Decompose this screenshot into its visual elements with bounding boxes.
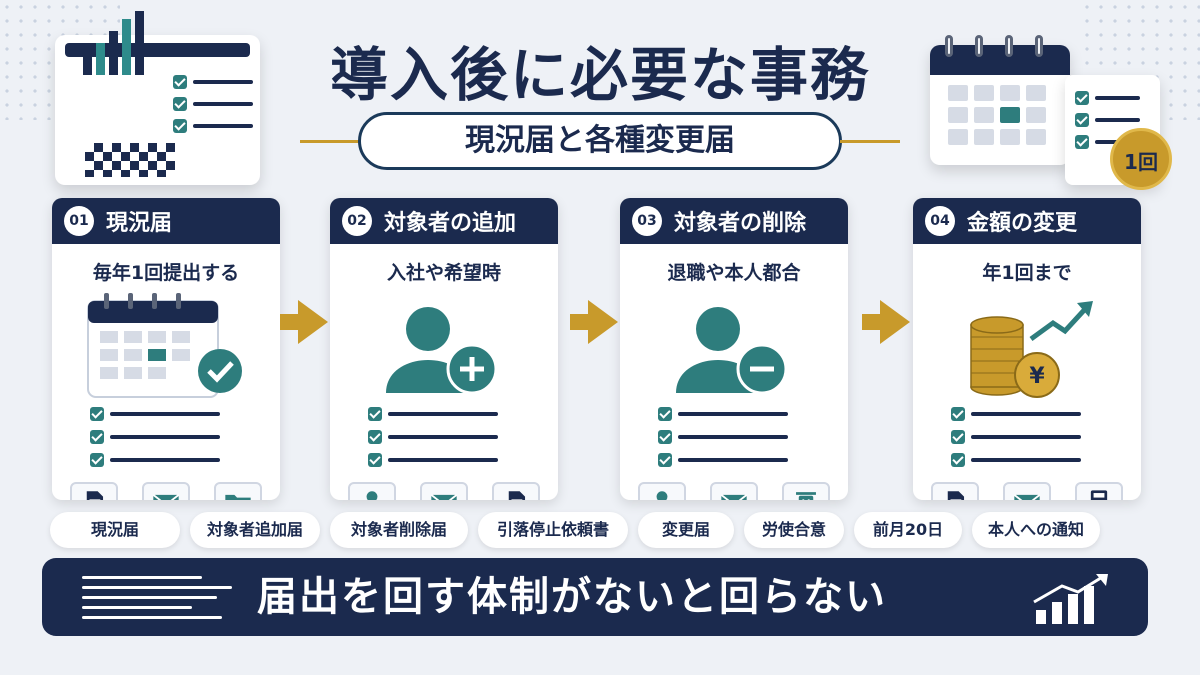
step-card-03: 03 対象者の削除退職や本人都合 [620,198,848,500]
step-description: 入社や希望時 [386,262,501,284]
divider [300,140,360,143]
checklist-icon [173,75,253,141]
svg-text:¥: ¥ [1029,364,1045,389]
arrow-right-icon [570,300,618,344]
calendar-rings-icon [945,35,1043,57]
document-icon [70,482,118,500]
banner-text: 届出を回す体制がないと回らない [257,574,887,620]
step-number: 03 [632,206,662,236]
user-icon [638,482,686,500]
form-tag: 引落停止依頼書 [478,512,628,548]
checklist-icon [330,407,558,467]
mail-icon [1003,482,1051,500]
step-header: 02 対象者の追加 [330,198,558,244]
document-icon [492,482,540,500]
step-description: 退職や本人都合 [667,262,801,284]
step-title: 対象者の削除 [674,211,807,236]
step-icon-row [913,476,1141,500]
checkered-pattern [85,143,175,177]
step-number: 04 [925,206,955,236]
user-remove-icon [620,289,848,407]
folder-icon [214,482,262,500]
growth-chart-icon [1033,574,1108,624]
checklist-icon [913,407,1141,467]
mail-icon [710,482,758,500]
subtitle-container: 現況届と各種変更届 [300,112,900,170]
step-icon-row [52,476,280,500]
step-description: 毎年1回提出する [92,262,240,284]
mail-icon [142,482,190,500]
page-subtitle: 現況届と各種変更届 [358,112,842,170]
form-tag: 対象者追加届 [190,512,320,548]
step-header: 01 現況届 [52,198,280,244]
speed-lines-icon [82,576,232,626]
step-card-01: 01 現況届毎年1回提出する [52,198,280,500]
user-icon [348,482,396,500]
step-description: 年1回まで [982,262,1072,284]
divider [840,140,900,143]
arrow-right-icon [280,300,328,344]
form-tag: 労使合意 [744,512,844,548]
step-icon-row [330,476,558,500]
step-number: 02 [342,206,372,236]
step-header: 04 金額の変更 [913,198,1141,244]
checklist-icon [52,407,280,467]
step-header: 03 対象者の削除 [620,198,848,244]
step-title: 現況届 [106,211,173,236]
form-tag: 変更届 [638,512,734,548]
dashboard-illustration [55,11,260,185]
summary-banner: 届出を回す体制がないと回らない [42,558,1148,636]
form-tag: 対象者削除届 [330,512,468,548]
step-title: 金額の変更 [967,211,1078,236]
user-add-icon [330,289,558,407]
step-card-02: 02 対象者の追加入社や希望時 [330,198,558,500]
form-tag: 前月20日 [854,512,962,548]
step-number: 01 [64,206,94,236]
mail-icon [420,482,468,500]
calendar-check-icon [52,289,280,407]
form-tags: 現況届対象者追加届対象者削除届引落停止依頼書変更届労使合意前月20日本人への通知 [50,512,1150,548]
calculator-icon [1075,482,1123,500]
arrow-right-icon [862,300,910,344]
page-title: 導入後に必要な事務 [329,41,870,109]
trash-icon [782,482,830,500]
step-title: 対象者の追加 [384,211,517,236]
step-card-04: 04 金額の変更年1回まで ¥ [913,198,1141,500]
step-icon-row [620,476,848,500]
document-icon [931,482,979,500]
checklist-icon [620,407,848,467]
form-tag: 現況届 [50,512,180,548]
once-badge: 1回 [1110,128,1172,190]
form-tag: 本人への通知 [972,512,1100,548]
calendar-illustration [930,45,1070,165]
coins-yen-growth-icon: ¥ [913,289,1141,407]
